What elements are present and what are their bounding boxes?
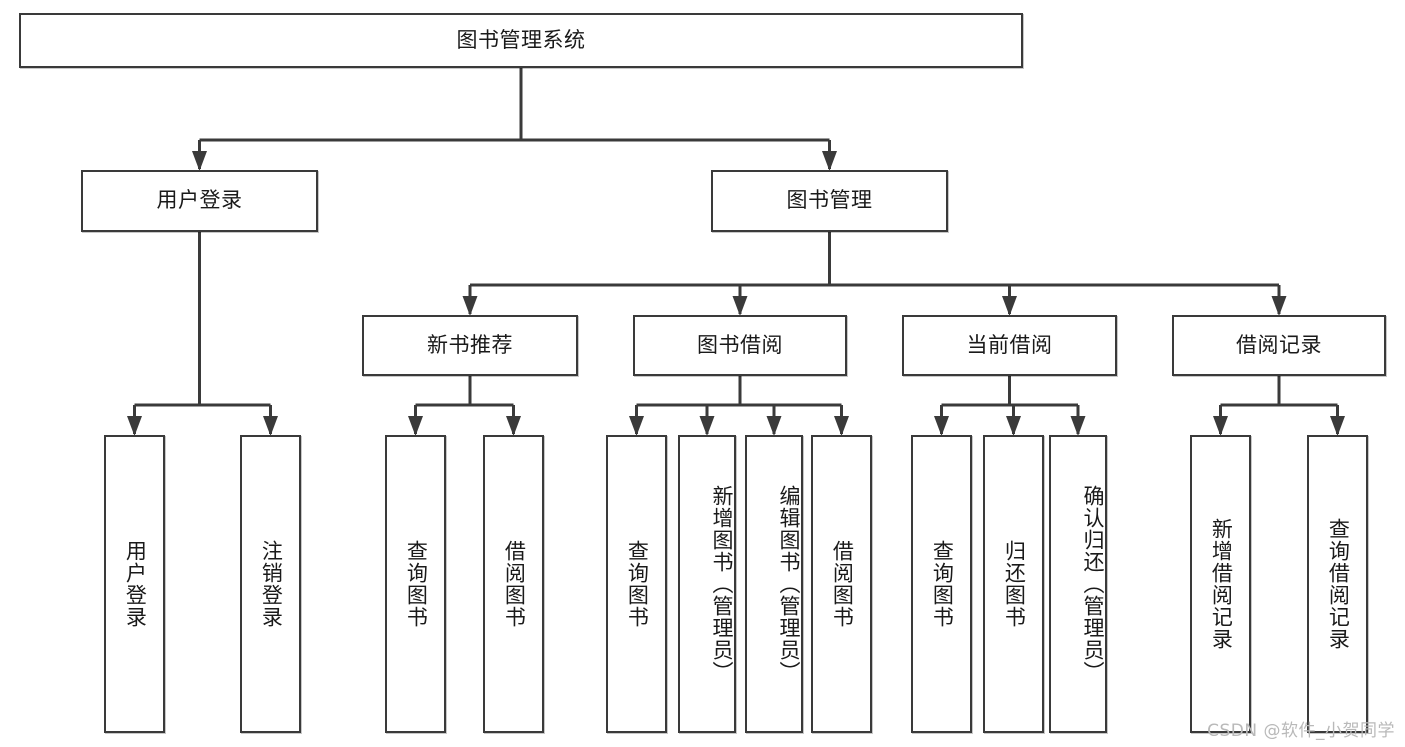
node-leaf-query-record[interactable]: 查询借阅记录 [1307,435,1368,733]
node-borrow-record[interactable]: 借阅记录 [1172,315,1386,376]
node-label: 查询图书 [625,540,650,628]
node-label: 用户登录 [123,540,148,628]
node-leaf-edit-book[interactable]: 编辑图书（管理员） [745,435,803,733]
node-label: 查询图书 [930,540,955,628]
node-book-borrow[interactable]: 图书借阅 [633,315,847,376]
node-label: 查询借阅记录 [1326,518,1351,650]
node-label: 归还图书 [1002,540,1027,628]
node-leaf-confirm-return[interactable]: 确认归还（管理员） [1049,435,1107,733]
node-user-login[interactable]: 用户登录 [81,170,318,232]
node-label: 图书借阅 [697,332,783,357]
node-label: 注销登录 [259,540,284,628]
node-label: 借阅图书 [830,540,855,628]
node-label: 新书推荐 [427,332,513,357]
node-label: 借阅图书 [502,540,527,628]
node-root[interactable]: 图书管理系统 [19,13,1023,68]
node-leaf-query-book-2[interactable]: 查询图书 [606,435,667,733]
node-label: 图书管理 [786,188,873,213]
node-label: 用户登录 [156,188,243,213]
node-leaf-add-book[interactable]: 新增图书（管理员） [678,435,736,733]
node-label: 确认归还（管理员） [1081,485,1105,683]
node-leaf-return-book[interactable]: 归还图书 [983,435,1044,733]
node-leaf-query-book-1[interactable]: 查询图书 [385,435,446,733]
node-label: 查询图书 [404,540,429,628]
node-label: 新增借阅记录 [1209,518,1234,650]
node-new-book-rec[interactable]: 新书推荐 [362,315,578,376]
node-label: 当前借阅 [966,332,1053,357]
node-leaf-user-login[interactable]: 用户登录 [104,435,165,733]
node-leaf-query-book-3[interactable]: 查询图书 [911,435,972,733]
node-label: 借阅记录 [1236,332,1322,357]
node-label: 编辑图书（管理员） [777,485,801,683]
node-leaf-borrow-book-2[interactable]: 借阅图书 [811,435,872,733]
node-leaf-add-record[interactable]: 新增借阅记录 [1190,435,1251,733]
node-leaf-borrow-book-1[interactable]: 借阅图书 [483,435,544,733]
watermark-text: CSDN @软件_小贺同学 [1207,721,1395,741]
node-book-manage[interactable]: 图书管理 [711,170,948,232]
node-current-borrow[interactable]: 当前借阅 [902,315,1117,376]
node-label: 图书管理系统 [456,27,586,52]
node-leaf-logout[interactable]: 注销登录 [240,435,301,733]
node-label: 新增图书（管理员） [710,485,734,683]
